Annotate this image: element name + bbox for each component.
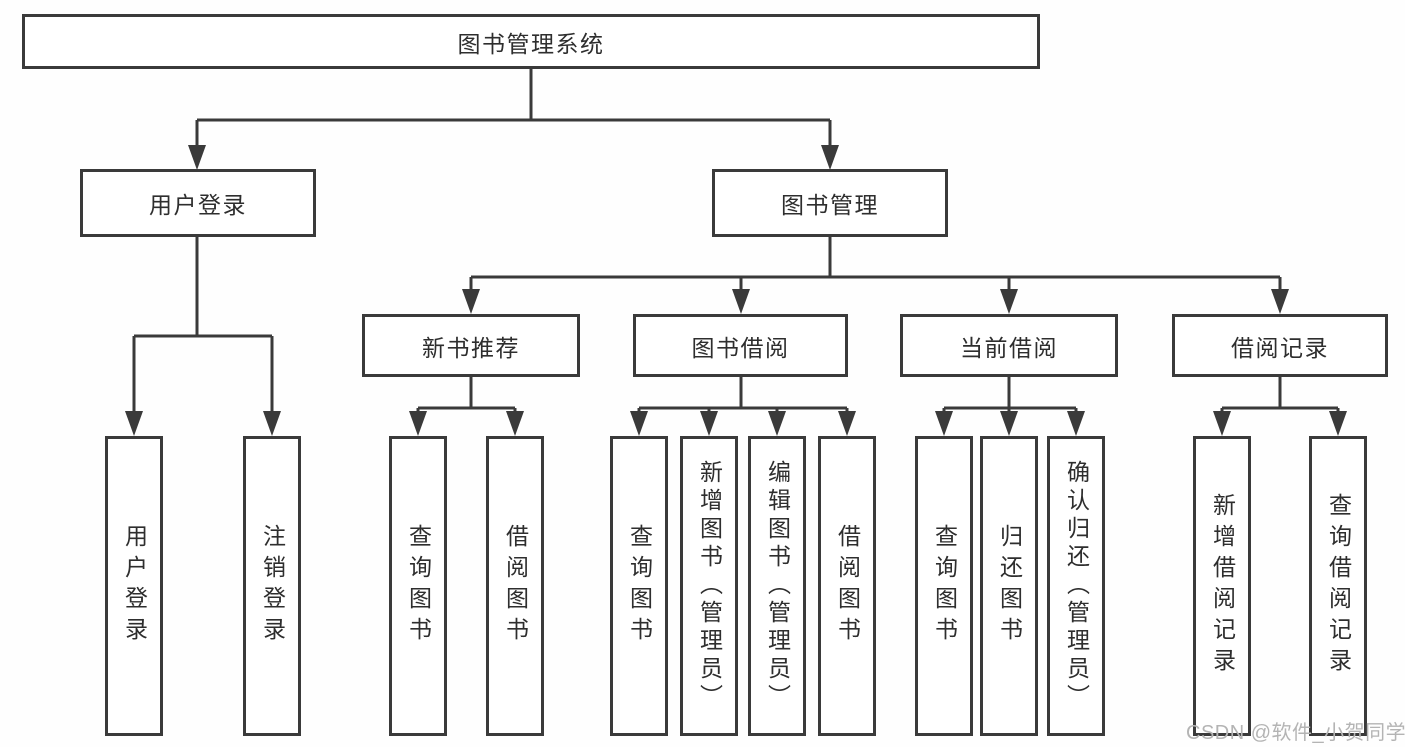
node-book-management: 图书管理 — [712, 169, 948, 237]
leaf-label: 编辑图书（管理员） — [764, 460, 791, 712]
leaf-label: 查询借阅记录 — [1325, 493, 1352, 679]
leaf-user-login: 用户登录 — [105, 436, 163, 736]
leaf-logout: 注销登录 — [243, 436, 301, 736]
leaf-query-books-recommend: 查询图书 — [389, 436, 447, 736]
leaf-label: 查询图书 — [931, 524, 958, 648]
node-book-borrowing: 图书借阅 — [633, 314, 848, 377]
leaf-label: 查询图书 — [405, 524, 432, 648]
node-borrowing-records: 借阅记录 — [1172, 314, 1388, 377]
node-label: 图书管理 — [781, 192, 879, 218]
node-user-login: 用户登录 — [80, 169, 316, 237]
node-label: 借阅记录 — [1231, 334, 1329, 361]
leaf-confirm-return-admin: 确认归还（管理员） — [1047, 436, 1105, 736]
leaf-label: 查询图书 — [626, 524, 653, 648]
leaf-query-borrow-record: 查询借阅记录 — [1309, 436, 1367, 736]
leaf-add-borrow-record: 新增借阅记录 — [1193, 436, 1251, 736]
node-current-borrowing: 当前借阅 — [900, 314, 1118, 377]
node-label: 当前借阅 — [960, 334, 1058, 361]
node-label: 新书推荐 — [422, 334, 520, 361]
node-new-book-recommendation: 新书推荐 — [362, 314, 580, 377]
leaf-borrow-books-recommend: 借阅图书 — [486, 436, 544, 736]
leaf-return-book: 归还图书 — [980, 436, 1038, 736]
leaf-query-books-borrowing: 查询图书 — [610, 436, 668, 736]
node-library-management-system: 图书管理系统 — [22, 14, 1040, 69]
leaf-borrow-books: 借阅图书 — [818, 436, 876, 736]
leaf-query-books-current: 查询图书 — [915, 436, 973, 736]
leaf-label: 新增借阅记录 — [1209, 493, 1236, 679]
node-label: 用户登录 — [149, 192, 247, 218]
leaf-label: 借阅图书 — [502, 524, 529, 648]
leaf-label: 新增图书（管理员） — [696, 460, 723, 712]
node-label: 图书管理系统 — [457, 30, 605, 57]
leaf-label: 借阅图书 — [834, 524, 861, 648]
leaf-label: 确认归还（管理员） — [1063, 460, 1090, 712]
node-label: 图书借阅 — [691, 334, 790, 361]
leaf-label: 注销登录 — [259, 524, 286, 648]
leaf-add-book-admin: 新增图书（管理员） — [680, 436, 738, 736]
leaf-edit-book-admin: 编辑图书（管理员） — [748, 436, 806, 736]
leaf-label: 用户登录 — [121, 524, 148, 648]
leaf-label: 归还图书 — [996, 524, 1023, 648]
watermark: CSDN @软件_小贺同学 — [1186, 722, 1405, 744]
arrowheads — [125, 145, 1347, 436]
